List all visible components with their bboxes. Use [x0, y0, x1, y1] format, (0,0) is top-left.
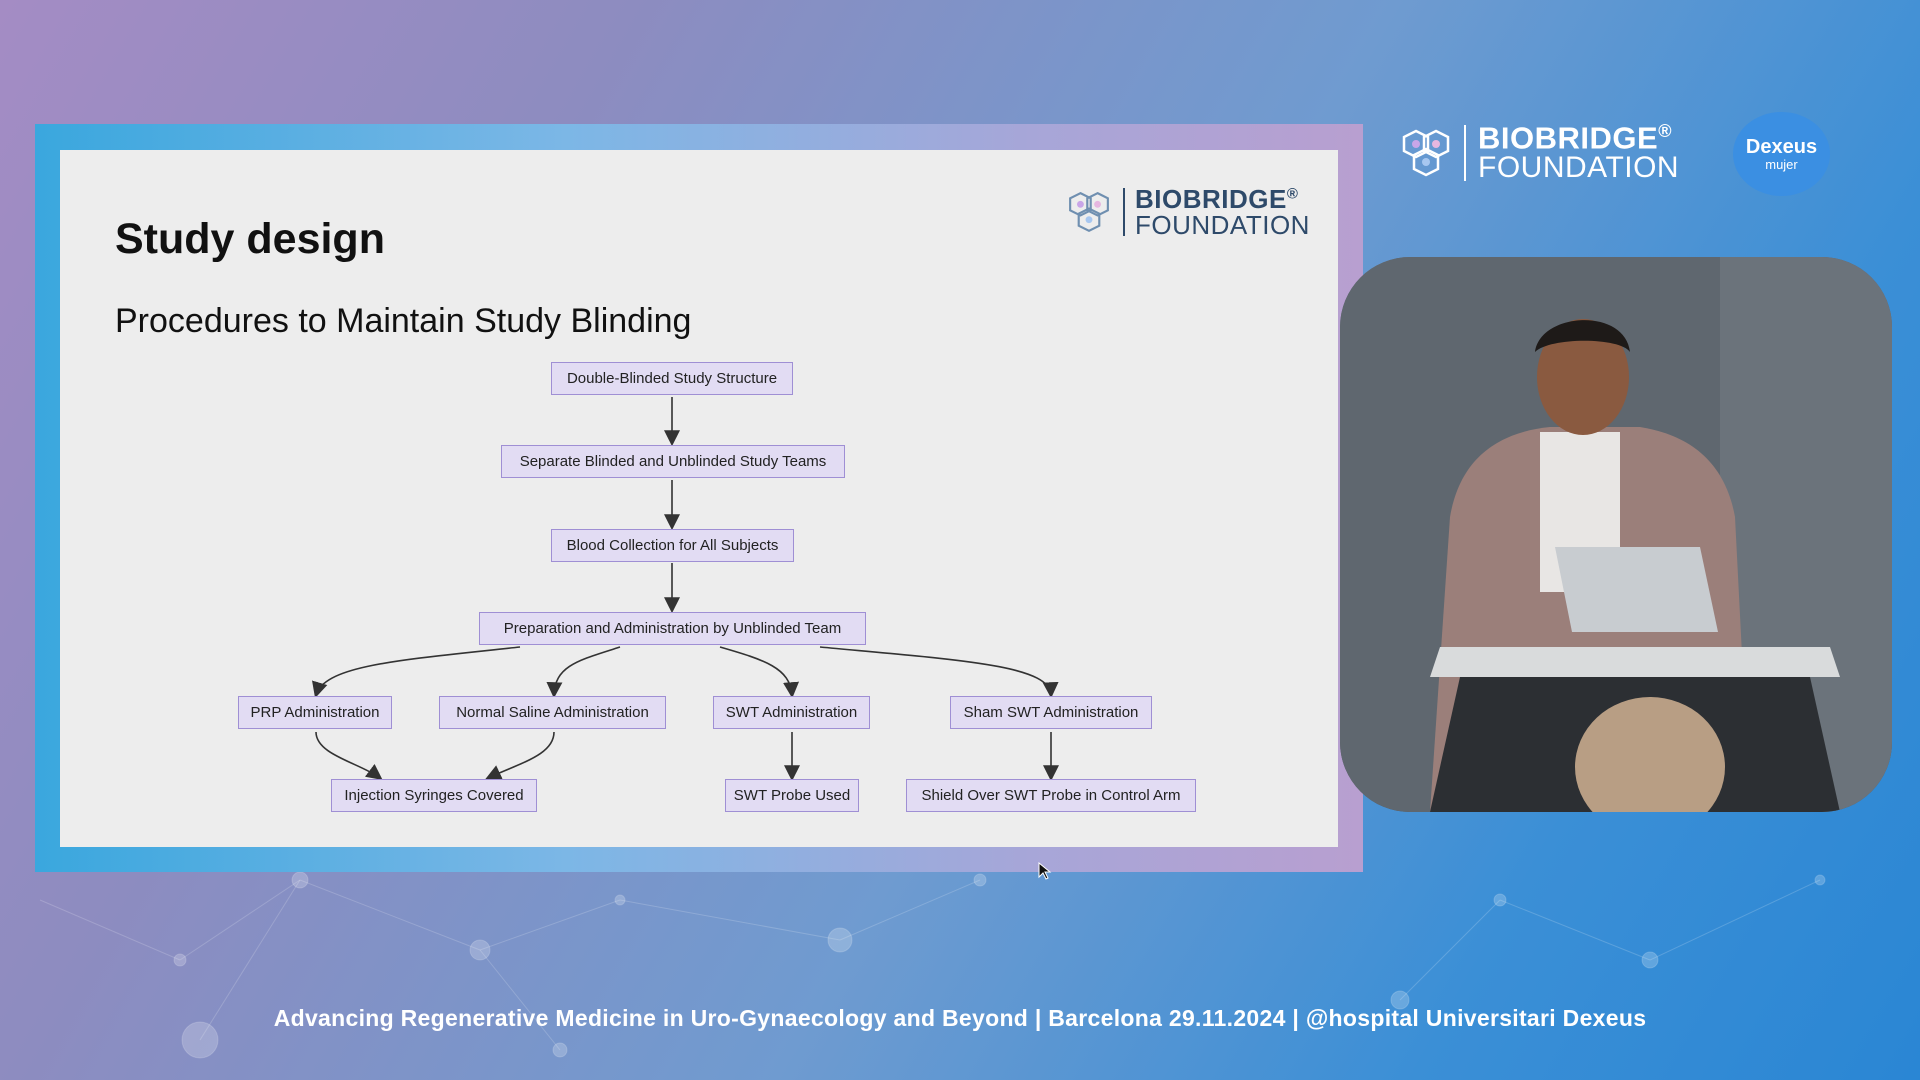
flow-node-shield: Shield Over SWT Probe in Control Arm [906, 779, 1196, 812]
speaker-video-image [1340, 257, 1892, 812]
slide-biobridge-logo: BIOBRIDGE® FOUNDATION [1065, 186, 1310, 238]
logo-separator [1123, 188, 1125, 236]
flow-node-prep: Preparation and Administration by Unblin… [479, 612, 866, 645]
hexagon-molecule-icon [1069, 191, 1109, 233]
slide-subtitle: Procedures to Maintain Study Blinding [115, 302, 692, 340]
edge-prep-swt [719, 646, 800, 699]
edge-saline-syringes [485, 731, 555, 780]
edge-prep-sham [819, 646, 1059, 699]
event-footer-banner: Advancing Regenerative Medicine in Uro-G… [273, 1005, 1647, 1031]
edge-prp-syringes [315, 731, 383, 780]
logo-line2: FOUNDATION [1478, 151, 1680, 185]
edge-prep-prp [312, 646, 521, 699]
flow-node-prp: PRP Administration [238, 696, 392, 729]
flowchart-connectors [312, 397, 1059, 782]
logo-line1: BIOBRIDGE® [1135, 184, 1299, 214]
mouse-cursor-icon [1038, 862, 1052, 880]
partner-sub: mujer [1765, 157, 1798, 172]
flow-node-swt: SWT Administration [713, 696, 870, 729]
flow-node-teams: Separate Blinded and Unblinded Study Tea… [501, 445, 845, 478]
flow-node-sham: Sham SWT Administration [950, 696, 1152, 729]
logo-line1: BIOBRIDGE® [1478, 120, 1672, 156]
slide-title: Study design [115, 215, 385, 263]
flow-node-saline: Normal Saline Administration [439, 696, 666, 729]
flow-node-blood: Blood Collection for All Subjects [551, 529, 794, 562]
speaker-video-feed [1340, 257, 1892, 812]
logo-separator [1464, 124, 1466, 181]
flow-node-probe: SWT Probe Used [725, 779, 859, 812]
partner-name: Dexeus [1745, 136, 1818, 158]
presentation-slide: Study design Procedures to Maintain Stud… [60, 150, 1338, 847]
dexeus-mujer-logo: Dexeus mujer [1733, 112, 1830, 196]
header-biobridge-logo: BIOBRIDGE® FOUNDATION [1398, 122, 1679, 183]
flow-node-root: Double-Blinded Study Structure [551, 362, 793, 395]
flow-node-syringes: Injection Syringes Covered [331, 779, 537, 812]
logo-line2: FOUNDATION [1135, 210, 1310, 240]
hexagon-molecule-icon [1402, 129, 1450, 177]
edge-prep-saline [546, 646, 621, 699]
